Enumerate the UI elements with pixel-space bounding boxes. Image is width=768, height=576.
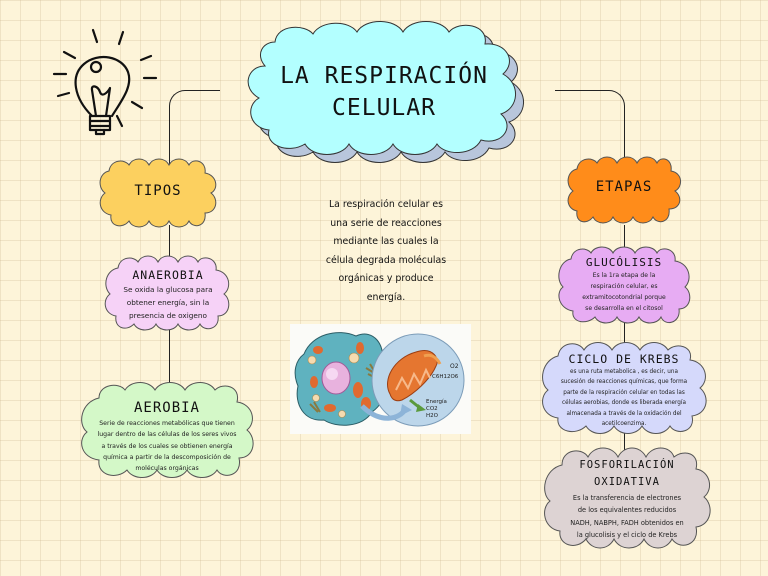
anaerobia-line: obtener energía, sin la xyxy=(126,298,210,307)
krebs-line: células aerobias, donde es liberada ener… xyxy=(562,400,686,407)
aerobia-line: lugar dentro de las células de los seres… xyxy=(97,431,237,439)
aerobia-line: a través de los cuales se obtienen energ… xyxy=(101,442,233,450)
aerobia-cloud-shape xyxy=(81,382,254,478)
cell-illustration: O2 C6H12O6 Energía CO2 H2O xyxy=(290,324,471,434)
lightbulb-icon xyxy=(44,18,159,138)
etapas-label: ETAPAS xyxy=(595,179,653,195)
krebs-cloud-shape xyxy=(542,342,707,434)
title-cloud-shape xyxy=(247,21,524,163)
fosforilacion-line: NADH, NABPH, FADH obtenidos en xyxy=(570,518,684,527)
fosforilacion-cloud-shape xyxy=(544,447,711,549)
anaerobia-title: ANAEROBIA xyxy=(132,268,204,282)
fosforilacion-line: Es la transferencia de electrones xyxy=(572,494,682,502)
title-cloud: LA RESPIRACIÓN CELULAR xyxy=(245,21,530,163)
glucose-label: C6H12O6 xyxy=(432,374,459,380)
krebs-line: es una ruta metabolica , es decir, una xyxy=(569,369,678,375)
intro-text: La respiración celular es una serie de r… xyxy=(308,196,464,307)
glucolisis-line: Es la 1ra etapa de la xyxy=(592,272,656,279)
glucolisis-line: respiración celular, es xyxy=(590,283,658,290)
krebs-line: sucesión de reacciones químicas, que for… xyxy=(560,379,688,386)
glucolisis-line: extramitocotondrial porque xyxy=(582,294,666,301)
glucolisis-cloud-shape xyxy=(558,246,691,324)
glucolisis-line: se desarrolla en el citosol xyxy=(585,305,663,312)
tipos-node: TIPOS xyxy=(97,157,219,230)
etapas-cloud-shape xyxy=(567,156,681,224)
connector-right-top xyxy=(555,90,625,166)
intro-line: célula degrada moléculas xyxy=(325,254,447,266)
glucolisis-title: GLUCÓLISIS xyxy=(585,256,663,269)
fosforilacion-title-line: FOSFORILACIÓN xyxy=(579,459,675,471)
h2o-label: H2O xyxy=(426,413,439,419)
intro-line: energía. xyxy=(366,291,406,303)
krebs-line: parte de la respiración celular en todas… xyxy=(563,389,685,396)
connector-left-top xyxy=(169,90,220,166)
fosforilacion-node: FOSFORILACIÓN OXIDATIVA Es la transferen… xyxy=(540,447,714,553)
glucolisis-node: GLUCÓLISIS Es la 1ra etapa de la respira… xyxy=(555,246,693,327)
o2-label: O2 xyxy=(450,363,459,370)
title-line-1: LA RESPIRACIÓN xyxy=(280,63,488,89)
aerobia-line: moléculas orgánicas xyxy=(135,465,199,473)
krebs-node: CICLO DE KREBS es una ruta metabolica , … xyxy=(538,342,710,438)
intro-line: mediante las cuales la xyxy=(333,236,439,247)
title-line-2: CELULAR xyxy=(332,95,436,121)
tipos-cloud-shape xyxy=(99,158,217,228)
intro-line: La respiración celular es xyxy=(328,199,444,210)
krebs-line: almacenada a través de la oxidación del xyxy=(566,410,682,417)
fosforilacion-line: la glucolisis y el ciclo de Krebs xyxy=(576,530,678,539)
intro-line: orgánicas y produce xyxy=(338,273,434,284)
energy-label: Energía xyxy=(426,398,447,405)
co2-label: CO2 xyxy=(426,406,438,412)
intro-line: una serie de reacciones xyxy=(330,217,442,229)
anaerobia-node: ANAEROBIA Se oxida la glucosa para obten… xyxy=(104,255,232,333)
aerobia-line: química a partir de la descomposición de xyxy=(103,453,231,461)
krebs-title: CICLO DE KREBS xyxy=(568,352,680,366)
etapas-node: ETAPAS xyxy=(565,155,683,225)
anaerobia-line: Se oxida la glucosa para xyxy=(123,285,213,294)
aerobia-title: AEROBIA xyxy=(133,400,200,416)
aerobia-line: Serie de reacciones metabólicas que tien… xyxy=(99,420,235,427)
tipos-label: TIPOS xyxy=(134,183,182,199)
fosforilacion-title-line: OXIDATIVA xyxy=(594,476,660,488)
anaerobia-cloud-shape xyxy=(104,255,230,331)
anaerobia-line: presencia de oxigeno xyxy=(129,311,207,320)
krebs-line: acetilcoenzima. xyxy=(601,421,647,428)
aerobia-node: AEROBIA Serie de reacciones metabólicas … xyxy=(77,382,257,482)
fosforilacion-line: de los equivalentes reducidos xyxy=(577,506,677,515)
